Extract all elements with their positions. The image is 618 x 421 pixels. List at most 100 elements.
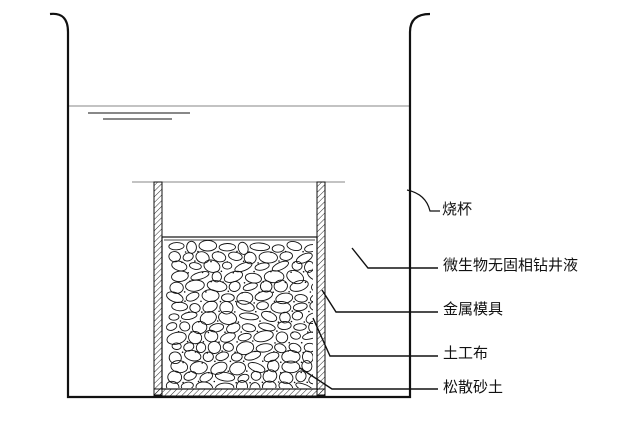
sand-fine-dot (218, 310, 220, 313)
sand-grain (165, 380, 180, 388)
sand-grain (273, 279, 288, 293)
sand-grain (211, 251, 227, 263)
sand-fine-dot (288, 341, 291, 344)
sand-grain (219, 301, 234, 315)
sand-grain (279, 371, 294, 385)
sand-fine-dot (307, 331, 309, 333)
sand-grain (290, 331, 301, 340)
sand-grain (234, 261, 253, 273)
sand-grain (275, 331, 289, 344)
sand-fine-dot (314, 271, 316, 273)
sand-grain (215, 351, 229, 361)
label-metal-mold: 金属模具 (443, 300, 504, 318)
sand-grain (215, 382, 235, 388)
sand-grain (293, 323, 307, 331)
sand-grain (198, 240, 218, 252)
mold-right-wall (316, 181, 326, 396)
sand-fine-dot (210, 260, 212, 263)
sand-grain (195, 381, 214, 388)
sand-grain (229, 361, 246, 376)
sand-fine-dot (220, 270, 223, 273)
sand-fine-dot (186, 340, 189, 343)
sand-fine-dot (234, 351, 236, 354)
sand-fine-dot (224, 331, 226, 334)
sand-grain (190, 271, 210, 281)
sand-grain (301, 360, 313, 372)
sand-grain (304, 244, 313, 253)
sand-fine-dot (252, 340, 254, 342)
sand-fine-dot (312, 261, 313, 263)
sand-grain (307, 269, 313, 282)
sand-grain (222, 342, 234, 352)
sand-fine-dot (182, 381, 184, 384)
sand-fine-dot (240, 331, 242, 333)
sand-grain (210, 361, 228, 375)
sand-grain (168, 351, 182, 365)
sand-grain (250, 370, 262, 381)
sand-fine-dot (314, 361, 316, 363)
sand-grain (222, 261, 233, 270)
sand-fine-dot (207, 331, 210, 334)
sand-fine-dot (291, 310, 294, 312)
sand-fine-dot (278, 260, 280, 262)
sand-fine-dot (253, 270, 255, 273)
sand-grain (218, 310, 238, 325)
sand-grain (263, 270, 285, 284)
sand-grain (226, 322, 241, 334)
sand-grain (228, 280, 241, 292)
sand-grain (180, 381, 194, 388)
sand-grain (239, 312, 259, 321)
sand-grain (271, 260, 289, 272)
sand-grain (237, 373, 250, 383)
sand-grain (202, 351, 214, 362)
sand-grain (236, 300, 255, 312)
sand-grain (289, 279, 309, 292)
sand-grain (168, 242, 185, 251)
sand-fine-dot (309, 291, 312, 293)
sand-grain (214, 371, 236, 382)
sand-grain (244, 350, 262, 361)
sand-grain (185, 291, 200, 302)
sand-grain (199, 372, 213, 383)
sand-fine-dot (331, 261, 333, 263)
loose-sand-particles (165, 240, 333, 388)
sand-grain (241, 323, 257, 333)
sand-fine-dot (236, 341, 238, 343)
sand-grain (262, 369, 278, 383)
sand-fine-dot (308, 310, 310, 313)
sand-grain (270, 301, 292, 314)
sand-grain (309, 300, 313, 312)
sand-grain (286, 241, 303, 252)
sand-fine-dot (262, 360, 264, 363)
sand-grain (230, 352, 243, 362)
sand-grain (189, 361, 208, 375)
sand-fine-dot (221, 350, 223, 352)
sand-grain (261, 310, 278, 322)
sand-fine-dot (329, 382, 331, 384)
sand-grain (254, 290, 273, 302)
sand-fine-dot (235, 381, 237, 384)
sand-fine-dot (235, 300, 237, 303)
sand-grain (169, 281, 184, 294)
sand-grain (168, 313, 180, 321)
sand-grain (199, 311, 217, 325)
sand-grain (183, 371, 197, 381)
sand-fine-dot (201, 362, 203, 364)
sand-grain (291, 260, 303, 271)
sand-grain (279, 251, 293, 261)
sand-fine-dot (280, 361, 282, 364)
sand-grain (271, 244, 285, 253)
sand-grain (206, 280, 228, 292)
sand-fine-dot (304, 281, 307, 284)
sand-grain (184, 349, 202, 362)
sand-grain (254, 262, 270, 271)
sand-grain (211, 271, 222, 283)
label-beaker: 烧杯 (442, 200, 473, 218)
sand-fine-dot (277, 321, 280, 324)
sand-grain (236, 380, 248, 388)
sand-fine-dot (219, 300, 222, 303)
label-loose-sand: 松散砂土 (443, 378, 504, 396)
leader-geotextile (312, 317, 438, 357)
sand-fine-dot (194, 260, 196, 262)
sand-grain (220, 332, 236, 343)
